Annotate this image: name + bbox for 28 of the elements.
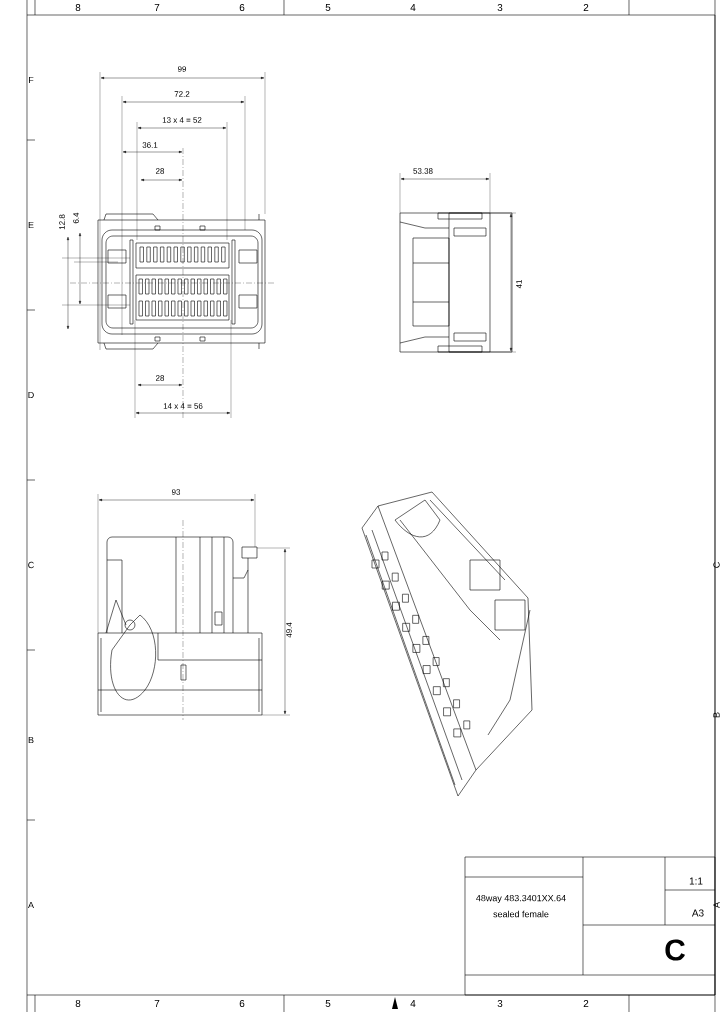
sheet-size: A3: [691, 909, 704, 917]
revision-letter: C: [665, 939, 685, 961]
zone-letter: D: [28, 391, 34, 399]
zone-letter: E: [28, 221, 34, 229]
zone-number: 2: [583, 1000, 589, 1007]
zone-number: 3: [497, 1000, 503, 1008]
zone-letter: B: [713, 712, 720, 718]
zone-number: 4: [410, 1000, 416, 1007]
zone-number: 2: [583, 4, 589, 11]
zone-number: 7: [154, 1000, 160, 1007]
zone-letter: C: [28, 561, 34, 569]
zone-number: 6: [239, 4, 245, 12]
zone-letter: F: [29, 76, 34, 84]
zone-letter: A: [28, 901, 34, 909]
zone-number: 3: [497, 4, 503, 12]
title-text: sealed female: [493, 910, 549, 918]
title-text: 48way 483.3401XX.64: [476, 894, 566, 904]
zone-number: 8: [75, 4, 81, 12]
zone-number: 6: [239, 1000, 245, 1008]
zone-letter: A: [713, 902, 720, 908]
zone-number: 5: [325, 1000, 331, 1007]
zone-letter: B: [28, 736, 34, 744]
scale-value: 1:1: [689, 877, 703, 885]
zone-number: 8: [75, 1000, 81, 1008]
zone-number: 4: [410, 4, 416, 11]
zone-number: 7: [154, 4, 160, 11]
zone-letter: C: [713, 562, 720, 568]
zone-number: 5: [325, 4, 331, 11]
